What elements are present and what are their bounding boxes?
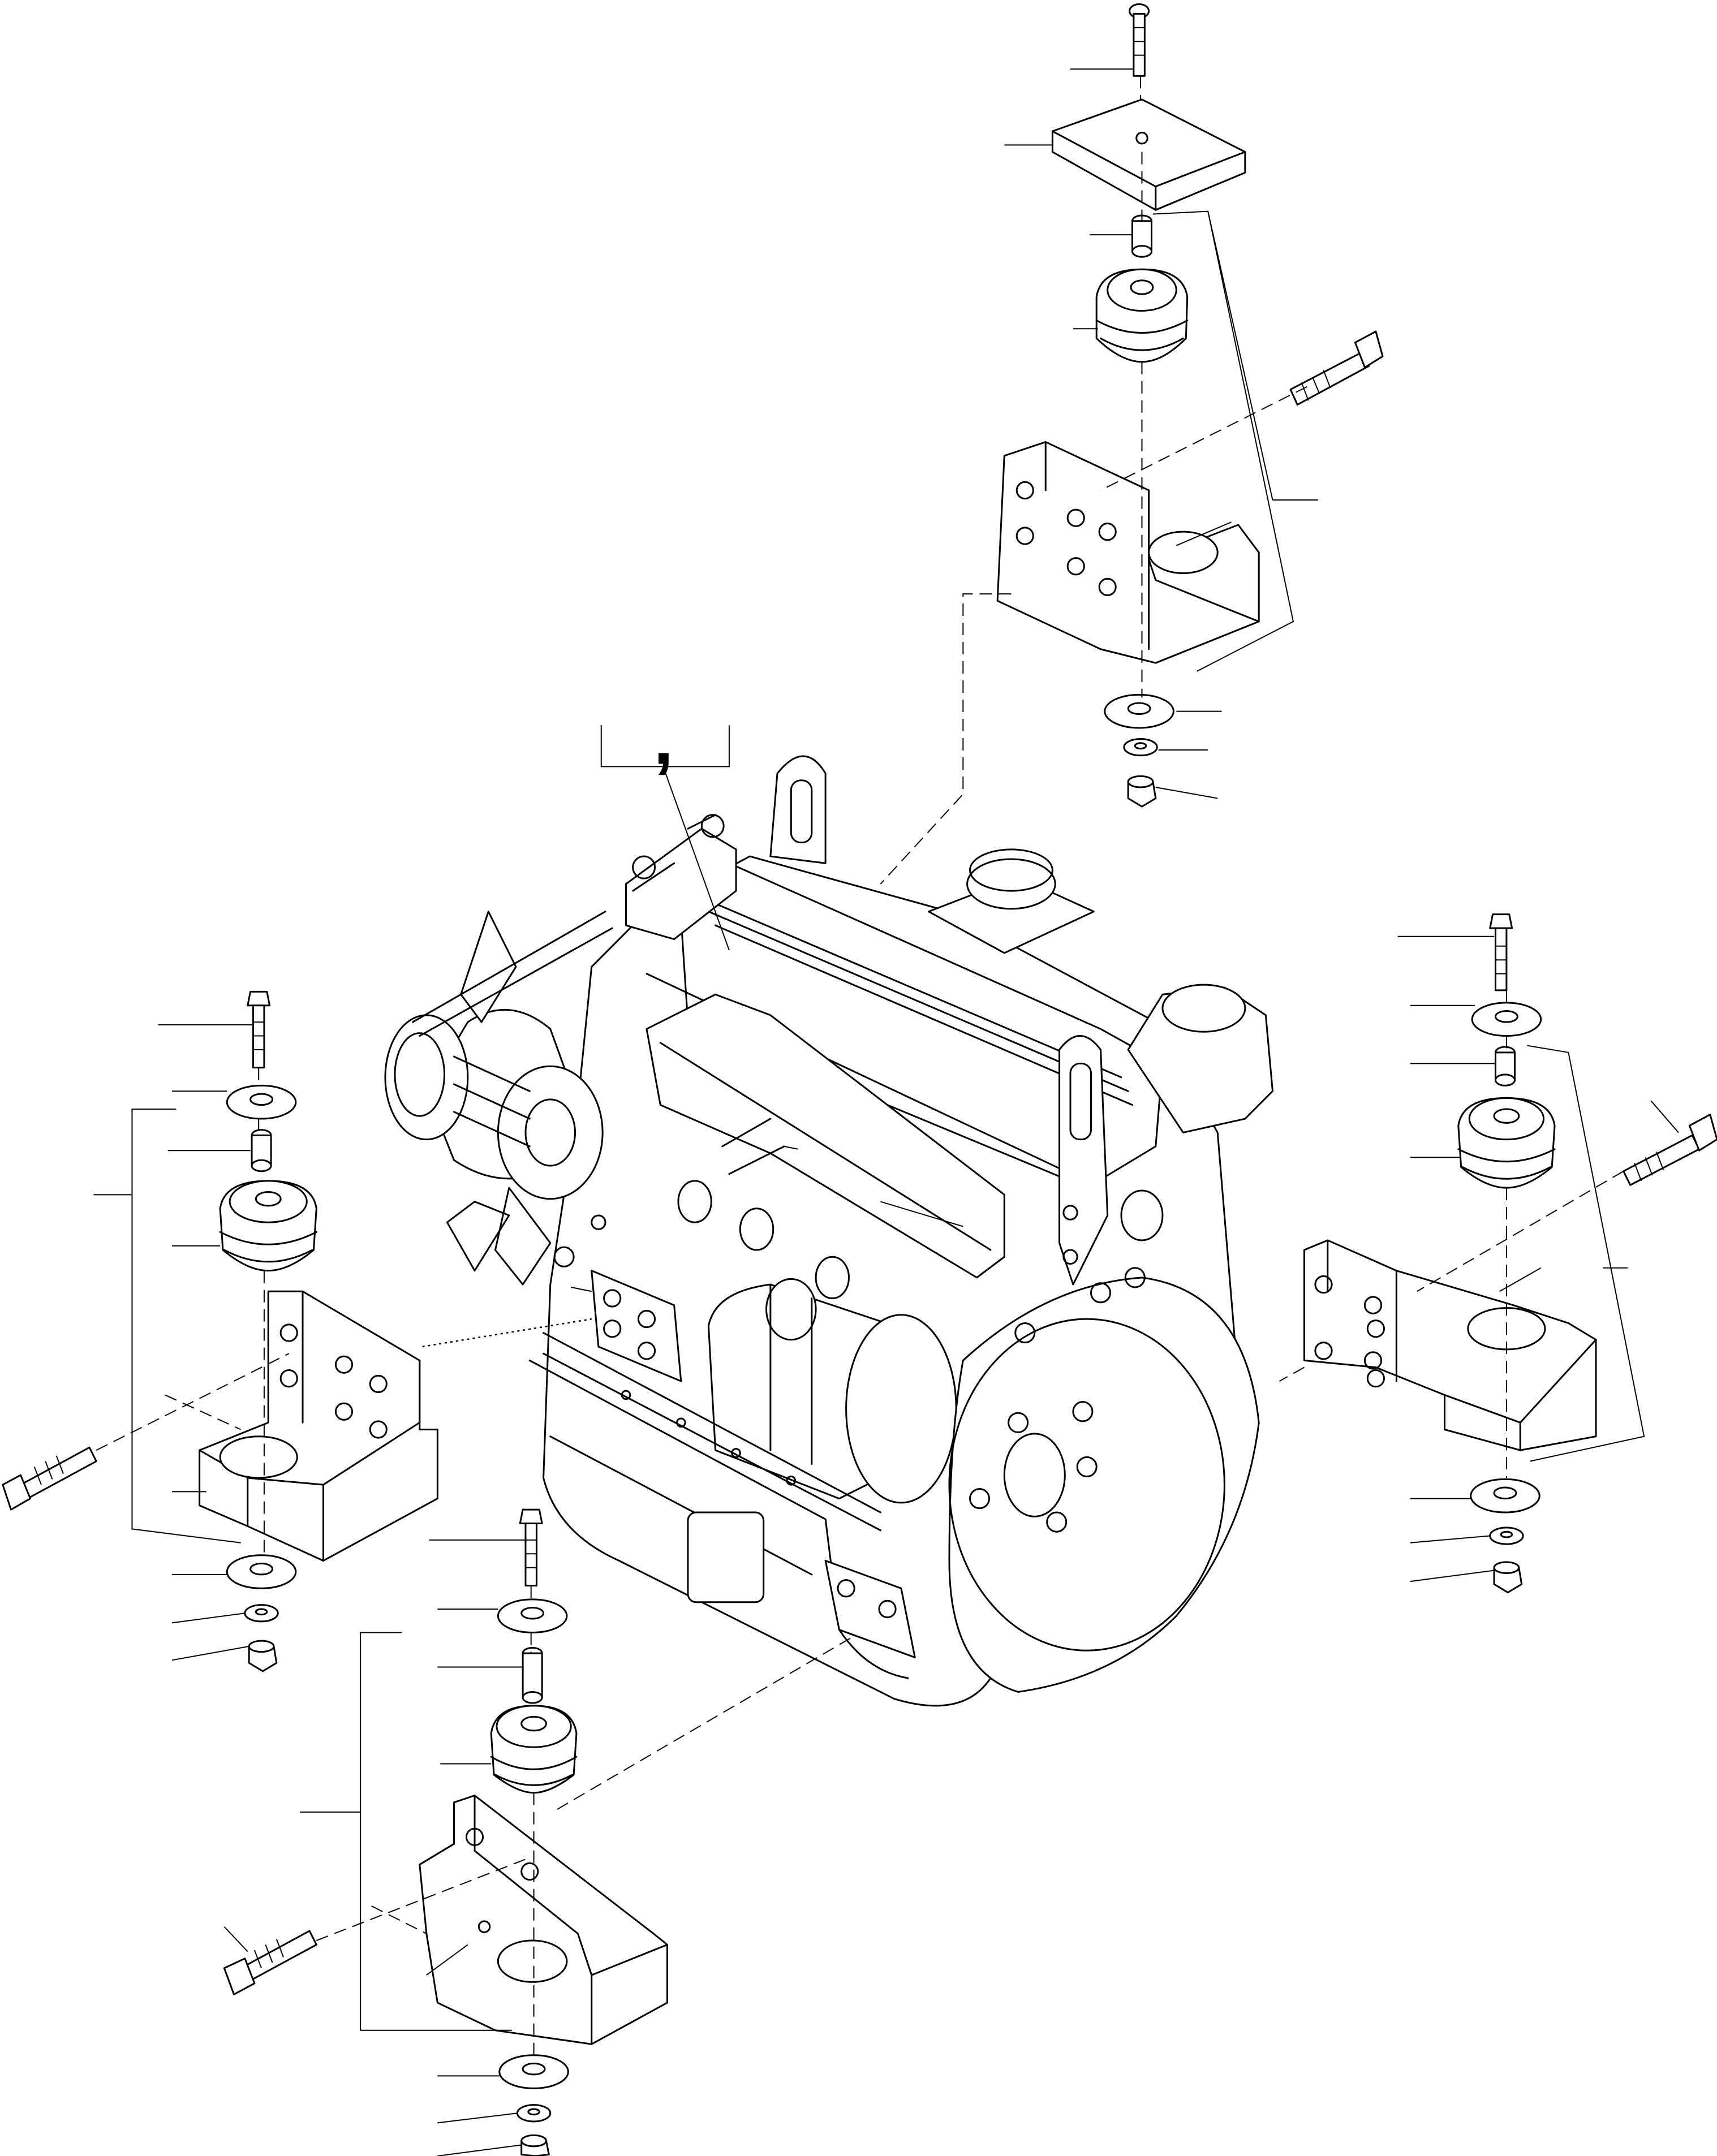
fan-belt (413, 912, 613, 1036)
rear-block-pad (825, 1560, 915, 1657)
flywheel-housing (949, 1278, 1259, 1692)
top-cap-plate (1052, 100, 1245, 210)
front-block-pad (592, 1271, 681, 1381)
bottom-sleeve (523, 1648, 542, 1703)
right-rubber-mount (1458, 1098, 1555, 1188)
left-mount-assembly (3, 991, 592, 1671)
right-bolt (1490, 915, 1512, 990)
right-lower-hardware (1471, 1479, 1540, 1592)
cooling-fan (447, 912, 550, 1284)
top-sleeve (1132, 215, 1151, 257)
right-washer (1472, 1003, 1541, 1036)
right-mount-assembly (1280, 915, 1717, 1593)
right-sleeve (1495, 1047, 1514, 1085)
left-bolt (248, 991, 270, 1067)
left-sleeve (252, 1130, 271, 1171)
top-lower-hardware (1105, 695, 1174, 807)
intake-manifold (647, 994, 1004, 1278)
engine-assembly (385, 756, 1273, 1706)
lifting-eye-front (771, 756, 825, 863)
bottom-rubber-mount (491, 1706, 576, 1793)
top-bracket (997, 442, 1259, 663)
left-washer (227, 1085, 296, 1119)
left-bracket (200, 1291, 438, 1560)
left-rubber-mount (220, 1181, 316, 1271)
bottom-bracket (420, 1796, 668, 2045)
top-bolt (1130, 4, 1149, 76)
bottom-mount-assembly (224, 1510, 853, 2156)
sump-plate (688, 1512, 764, 1602)
top-mount-assembly (880, 4, 1383, 884)
callout-text: , (653, 698, 673, 779)
bottom-washer (498, 1599, 567, 1633)
left-lower-hardware (227, 1555, 296, 1671)
bottom-lower-hardware (500, 2055, 569, 2156)
top-rubber-mount (1096, 269, 1187, 362)
right-side-bolt (1624, 1115, 1717, 1185)
bottom-side-bolt (224, 1931, 316, 1994)
top-side-bolt (1290, 331, 1383, 404)
lifting-eye-rear (1060, 1036, 1108, 1285)
callout-label: , (601, 698, 729, 950)
bottom-bolt (520, 1510, 542, 1585)
left-side-bolt (3, 1447, 96, 1510)
